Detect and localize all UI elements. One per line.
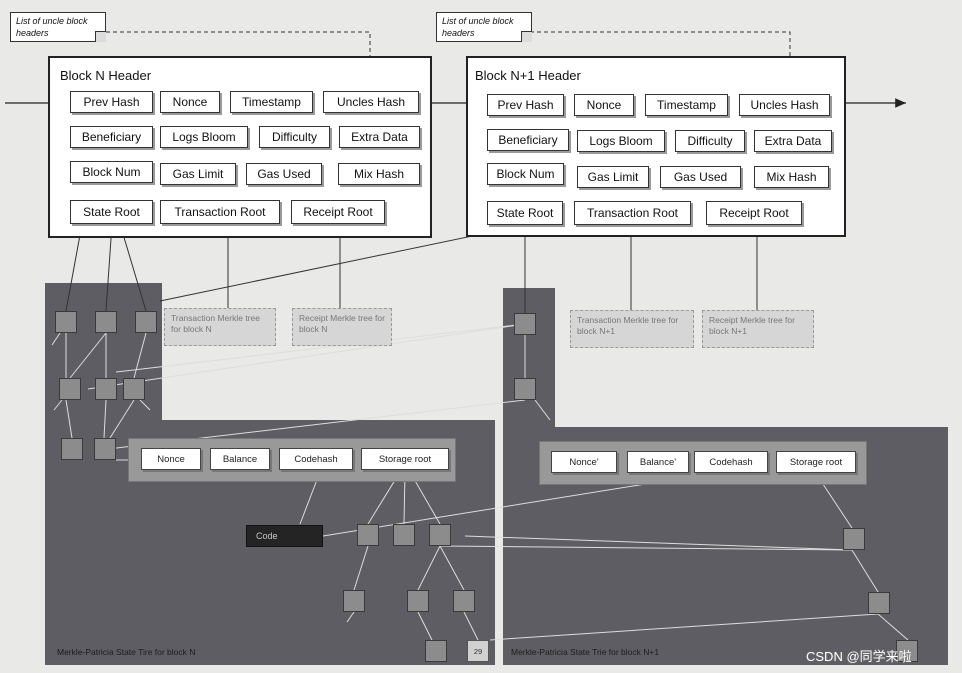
- block-n1-transaction-merkle-tree: Transaction Merkle tree for block N+1: [570, 310, 694, 348]
- state-tree-region-n1-column: [503, 288, 555, 433]
- state-tree-region-n-column: [45, 283, 162, 433]
- block-n1-block-num: Block Num: [487, 163, 564, 185]
- uncle-headers-callout-n1: List of uncle block headers: [436, 12, 532, 42]
- block-n-code: Code: [246, 525, 323, 547]
- state-tree-node: [135, 311, 157, 333]
- storage-tree-node: [343, 590, 365, 612]
- state-tree-node: [59, 378, 81, 400]
- block-n-nonce: Nonce: [160, 91, 220, 113]
- state-tree-node: [514, 313, 536, 335]
- block-n1-transaction-root: Transaction Root: [574, 201, 691, 225]
- storage-tree-node: [868, 592, 890, 614]
- state-tree-node: [61, 438, 83, 460]
- block-n-beneficiary: Beneficiary: [70, 126, 153, 148]
- block-n-receipt-root: Receipt Root: [291, 200, 385, 224]
- storage-tree-node: [357, 524, 379, 546]
- block-n1-nonce: Nonce: [574, 94, 634, 116]
- block-n1-receipt-root: Receipt Root: [706, 201, 802, 225]
- storage-tree-node: [843, 528, 865, 550]
- storage-tree-node: [896, 640, 918, 662]
- block-n1-account-codehash: Codehash: [694, 451, 768, 473]
- block-n1-uncles-hash: Uncles Hash: [739, 94, 830, 116]
- block-n-uncles-hash: Uncles Hash: [323, 91, 419, 113]
- block-n-account-storage-root: Storage root: [361, 448, 449, 470]
- storage-tree-node: [425, 640, 447, 662]
- block-n1-logs-bloom: Logs Bloom: [577, 130, 665, 152]
- block-n-account-codehash: Codehash: [279, 448, 353, 470]
- block-n1-state-trie-caption: Merkle-Patricia State Trie for block N+1: [511, 647, 660, 657]
- block-n1-account-balance: Balance': [627, 451, 689, 473]
- block-n-prev-hash: Prev Hash: [70, 91, 153, 113]
- block-n1-gas-limit: Gas Limit: [577, 166, 649, 188]
- storage-value-badge: 29: [467, 640, 489, 662]
- storage-tree-node: [407, 590, 429, 612]
- block-n-extra-data: Extra Data: [339, 126, 420, 148]
- block-n1-difficulty: Difficulty: [675, 130, 745, 152]
- block-n-state-trie-caption: Merkle-Patricia State Tire for block N: [57, 647, 196, 657]
- uncle-headers-callout-n: List of uncle block headers: [10, 12, 106, 42]
- block-n1-account-storage-root: Storage root: [776, 451, 856, 473]
- block-n1-gas-used: Gas Used: [660, 166, 741, 188]
- storage-tree-node: [429, 524, 451, 546]
- state-tree-node: [95, 378, 117, 400]
- block-n1-title: Block N+1 Header: [475, 68, 581, 83]
- block-n-difficulty: Difficulty: [259, 126, 330, 148]
- block-n-mix-hash: Mix Hash: [338, 163, 420, 185]
- block-n-timestamp: Timestamp: [230, 91, 313, 113]
- state-tree-node: [95, 311, 117, 333]
- block-n-state-root: State Root: [70, 200, 153, 224]
- block-n1-timestamp: Timestamp: [645, 94, 728, 116]
- block-n-block-num: Block Num: [70, 161, 153, 183]
- block-n-transaction-merkle-tree: Transaction Merkle tree for block N: [164, 308, 276, 346]
- block-n-account-nonce: Nonce: [141, 448, 201, 470]
- block-n1-account-nonce: Nonce': [551, 451, 617, 473]
- state-tree-node: [55, 311, 77, 333]
- block-n-gas-used: Gas Used: [246, 163, 322, 185]
- storage-tree-node: [453, 590, 475, 612]
- block-n-account-balance: Balance: [210, 448, 270, 470]
- block-n-logs-bloom: Logs Bloom: [160, 126, 248, 148]
- block-n-transaction-root: Transaction Root: [160, 200, 280, 224]
- block-n1-prev-hash: Prev Hash: [487, 94, 564, 116]
- block-n-gas-limit: Gas Limit: [160, 163, 236, 185]
- block-n1-state-root: State Root: [487, 201, 563, 225]
- storage-tree-node: [393, 524, 415, 546]
- block-n1-extra-data: Extra Data: [754, 130, 832, 152]
- block-n-receipt-merkle-tree: Receipt Merkle tree for block N: [292, 308, 392, 346]
- block-n1-receipt-merkle-tree: Receipt Merkle tree for block N+1: [702, 310, 814, 348]
- block-n1-mix-hash: Mix Hash: [754, 166, 829, 188]
- watermark: CSDN @同学来啦: [806, 649, 912, 664]
- state-tree-node: [514, 378, 536, 400]
- block-n1-beneficiary: Beneficiary: [487, 129, 569, 151]
- state-tree-node: [123, 378, 145, 400]
- state-tree-node: [94, 438, 116, 460]
- block-n-title: Block N Header: [60, 68, 152, 83]
